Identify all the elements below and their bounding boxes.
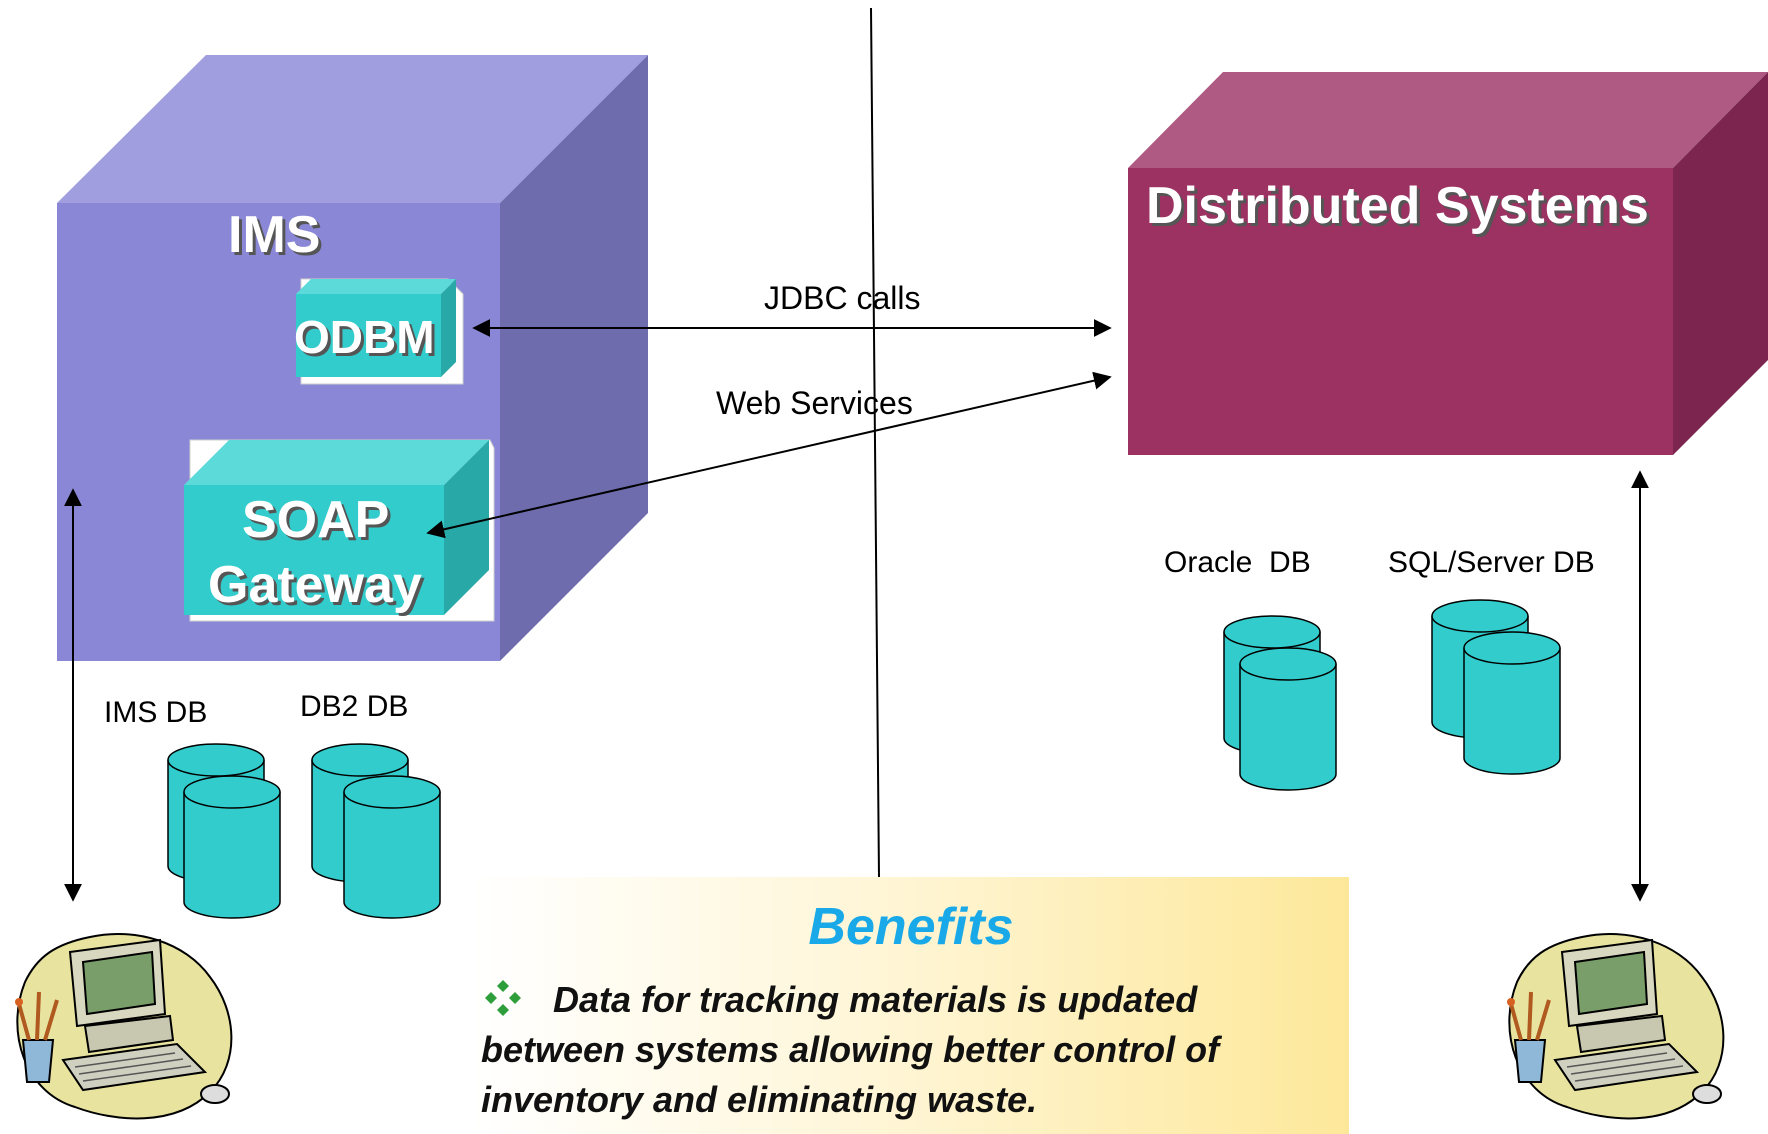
soap-gateway-box: [184, 439, 495, 622]
distributed-systems-box: [1128, 72, 1768, 455]
odbm-box: [296, 278, 464, 385]
web-services-label: Web Services: [716, 385, 913, 421]
ims-title: IMS: [228, 206, 321, 264]
benefits-text: Data for tracking materials is updated b…: [481, 975, 1341, 1125]
ims-db-icon: [167, 743, 281, 919]
oracle-db-icon: [1223, 615, 1337, 791]
db2-db-icon: [311, 743, 441, 919]
sqlserver-db-icon: [1431, 599, 1561, 775]
odbm-label: ODBM: [294, 311, 435, 363]
web-services-arrow: [426, 371, 1112, 539]
benefits-title: Benefits: [808, 898, 1014, 956]
left-computer-user-icon: [15, 933, 233, 1120]
oracle-db-label: Oracle DB: [1164, 546, 1311, 579]
db2-db-label: DB2 DB: [300, 690, 409, 723]
benefits-panel: Benefits Data for tracking materials is …: [473, 877, 1349, 1134]
ims-db-label: IMS DB: [104, 696, 208, 729]
distributed-systems-title: Distributed Systems: [1146, 177, 1649, 235]
benefits-text-content: Data for tracking materials is updated b…: [481, 979, 1220, 1120]
jdbc-label: JDBC calls: [764, 280, 921, 316]
soap-label: SOAP: [242, 491, 390, 549]
separator-line: [870, 7, 880, 878]
sqlserver-db-label: SQL/Server DB: [1388, 546, 1595, 579]
gateway-label: Gateway: [208, 556, 422, 614]
bullet-diamond-icon: [485, 980, 521, 1016]
right-computer-user-icon: [1507, 933, 1725, 1120]
